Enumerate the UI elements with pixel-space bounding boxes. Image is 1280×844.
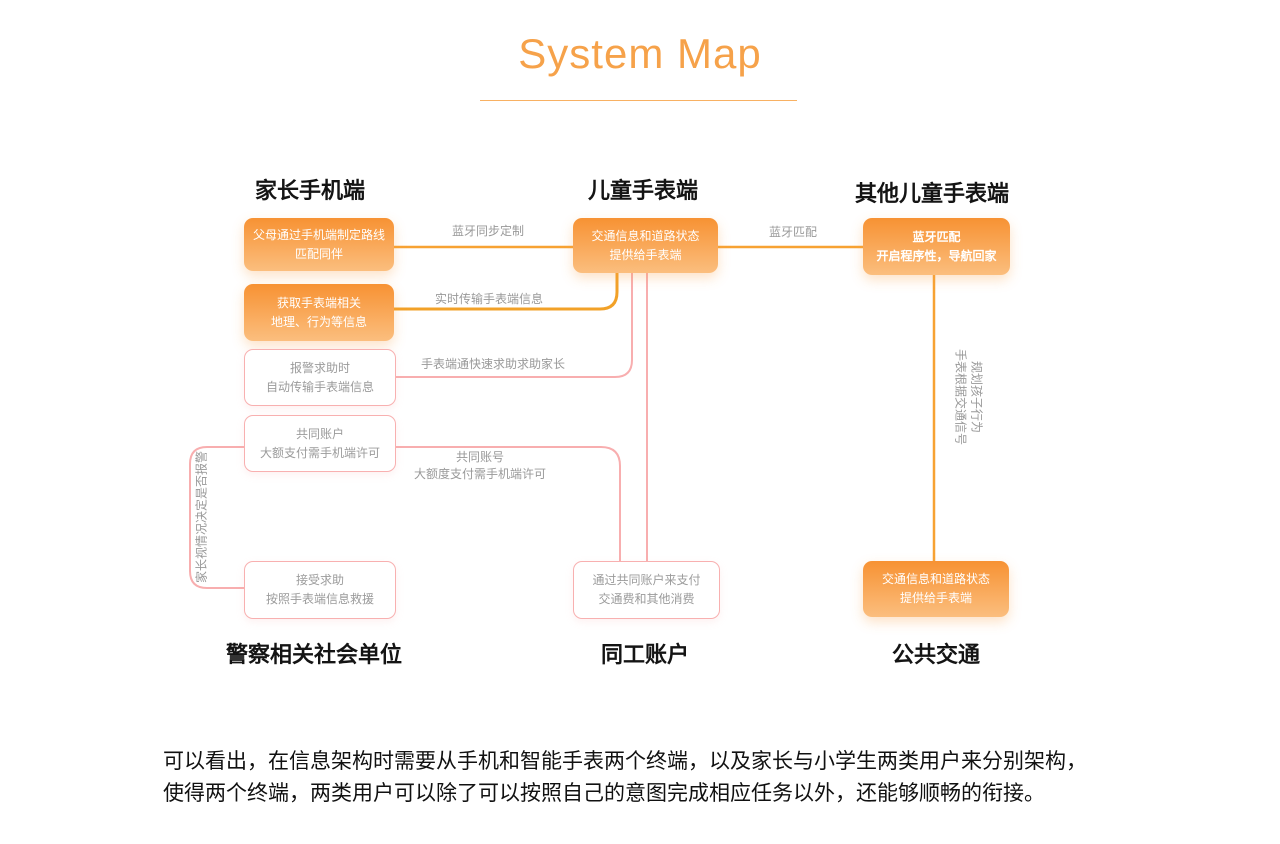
column-header-parent-phone: 家长手机端 xyxy=(255,178,366,203)
summary-line1: 可以看出，在信息架构时需要从手机和智能手表两个终端，以及家长与小学生两类用户来分… xyxy=(163,750,1087,773)
node-traffic-to-watch: 交通信息和道路状态 提供给手表端 xyxy=(573,218,718,273)
edge-joint-account-line xyxy=(394,446,621,561)
summary-line2: 使得两个终端，两类用户可以除了可以按照自己的意图完成相应任务以外，还能够顺畅的衔… xyxy=(163,782,1045,805)
node-bt-match-nav-line1: 蓝牙匹配 xyxy=(912,229,961,244)
edge-label-watch-plan-line2: 规划孩子行为 xyxy=(969,360,984,434)
node-traffic-from-public-line1: 交通信息和道路状态 xyxy=(881,572,990,586)
node-get-watch-info-line1: 获取手表端相关 xyxy=(276,295,361,310)
node-alarm-help-line1: 报警求助时 xyxy=(289,360,350,375)
edge-label-bt-match: 蓝牙匹配 xyxy=(768,225,818,239)
edge-label-parent-decide: 家长视情况决定是否报警 xyxy=(194,450,209,584)
node-bt-match-nav-line2: 开启程序性，导航回家 xyxy=(876,248,997,263)
column-footer-police-unit: 警察相关社会单位 xyxy=(226,642,403,667)
edge-label-joint-account: 共同账号 大额度支付需手机端许可 xyxy=(414,449,546,483)
node-traffic-from-public: 交通信息和道路状态 提供给手表端 xyxy=(863,561,1009,617)
column-footer-public-transport: 公共交通 xyxy=(892,642,981,667)
page-title: System Map xyxy=(518,30,762,77)
node-pay-via-joint: 通过共同账户来支付 交通费和其他消费 xyxy=(573,561,720,619)
node-route-plan-line2: 匹配同伴 xyxy=(294,246,343,261)
node-accept-help: 接受求助 按照手表端信息救援 xyxy=(244,561,396,619)
node-alarm-help-line2: 自动传输手表端信息 xyxy=(265,379,374,394)
node-route-plan: 父母通过手机端制定路线 匹配同伴 xyxy=(244,218,394,271)
edge-label-joint-account-line2: 大额度支付需手机端许可 xyxy=(413,467,547,481)
summary-paragraph: 可以看出，在信息架构时需要从手机和智能手表两个终端，以及家长与小学生两类用户来分… xyxy=(163,746,1123,810)
edge-label-watch-plan-line1: 手表根据交通信号 xyxy=(953,348,968,446)
edge-label-quick-help: 手表端通快速求助求助家长 xyxy=(420,357,566,371)
node-traffic-from-public-line2: 提供给手表端 xyxy=(899,591,972,605)
node-pay-via-joint-line1: 通过共同账户来支付 xyxy=(592,573,701,587)
node-joint-account-pay: 共同账户 大额支付需手机端许可 xyxy=(244,415,396,472)
node-traffic-to-watch-line1: 交通信息和道路状态 xyxy=(591,228,700,243)
title-underline xyxy=(480,100,797,101)
node-bt-match-nav: 蓝牙匹配 开启程序性，导航回家 xyxy=(863,218,1010,275)
node-pay-via-joint-line2: 交通费和其他消费 xyxy=(598,592,695,606)
node-get-watch-info: 获取手表端相关 地理、行为等信息 xyxy=(244,284,394,341)
edge-quick-help-line xyxy=(394,273,633,378)
edge-label-bt-sync: 蓝牙同步定制 xyxy=(451,224,525,238)
node-get-watch-info-line2: 地理、行为等信息 xyxy=(270,314,367,329)
node-accept-help-line2: 按照手表端信息救援 xyxy=(265,592,374,606)
edge-parent-decide-line xyxy=(189,446,244,589)
node-joint-account-pay-line1: 共同账户 xyxy=(295,426,344,441)
node-joint-account-pay-line2: 大额支付需手机端许可 xyxy=(259,445,380,460)
node-route-plan-line1: 父母通过手机端制定路线 xyxy=(252,227,385,242)
column-header-other-child-watch: 其他儿童手表端 xyxy=(855,181,1010,206)
edge-label-realtime-transfer: 实时传输手表端信息 xyxy=(434,292,544,306)
edge-realtime-line xyxy=(394,273,619,311)
node-accept-help-line1: 接受求助 xyxy=(295,573,344,587)
node-traffic-to-watch-line2: 提供给手表端 xyxy=(609,247,682,262)
node-alarm-help: 报警求助时 自动传输手表端信息 xyxy=(244,349,396,406)
edge-label-joint-account-line1: 共同账号 xyxy=(455,450,505,464)
column-footer-joint-account: 同工账户 xyxy=(601,642,690,667)
column-header-child-watch: 儿童手表端 xyxy=(588,178,699,203)
